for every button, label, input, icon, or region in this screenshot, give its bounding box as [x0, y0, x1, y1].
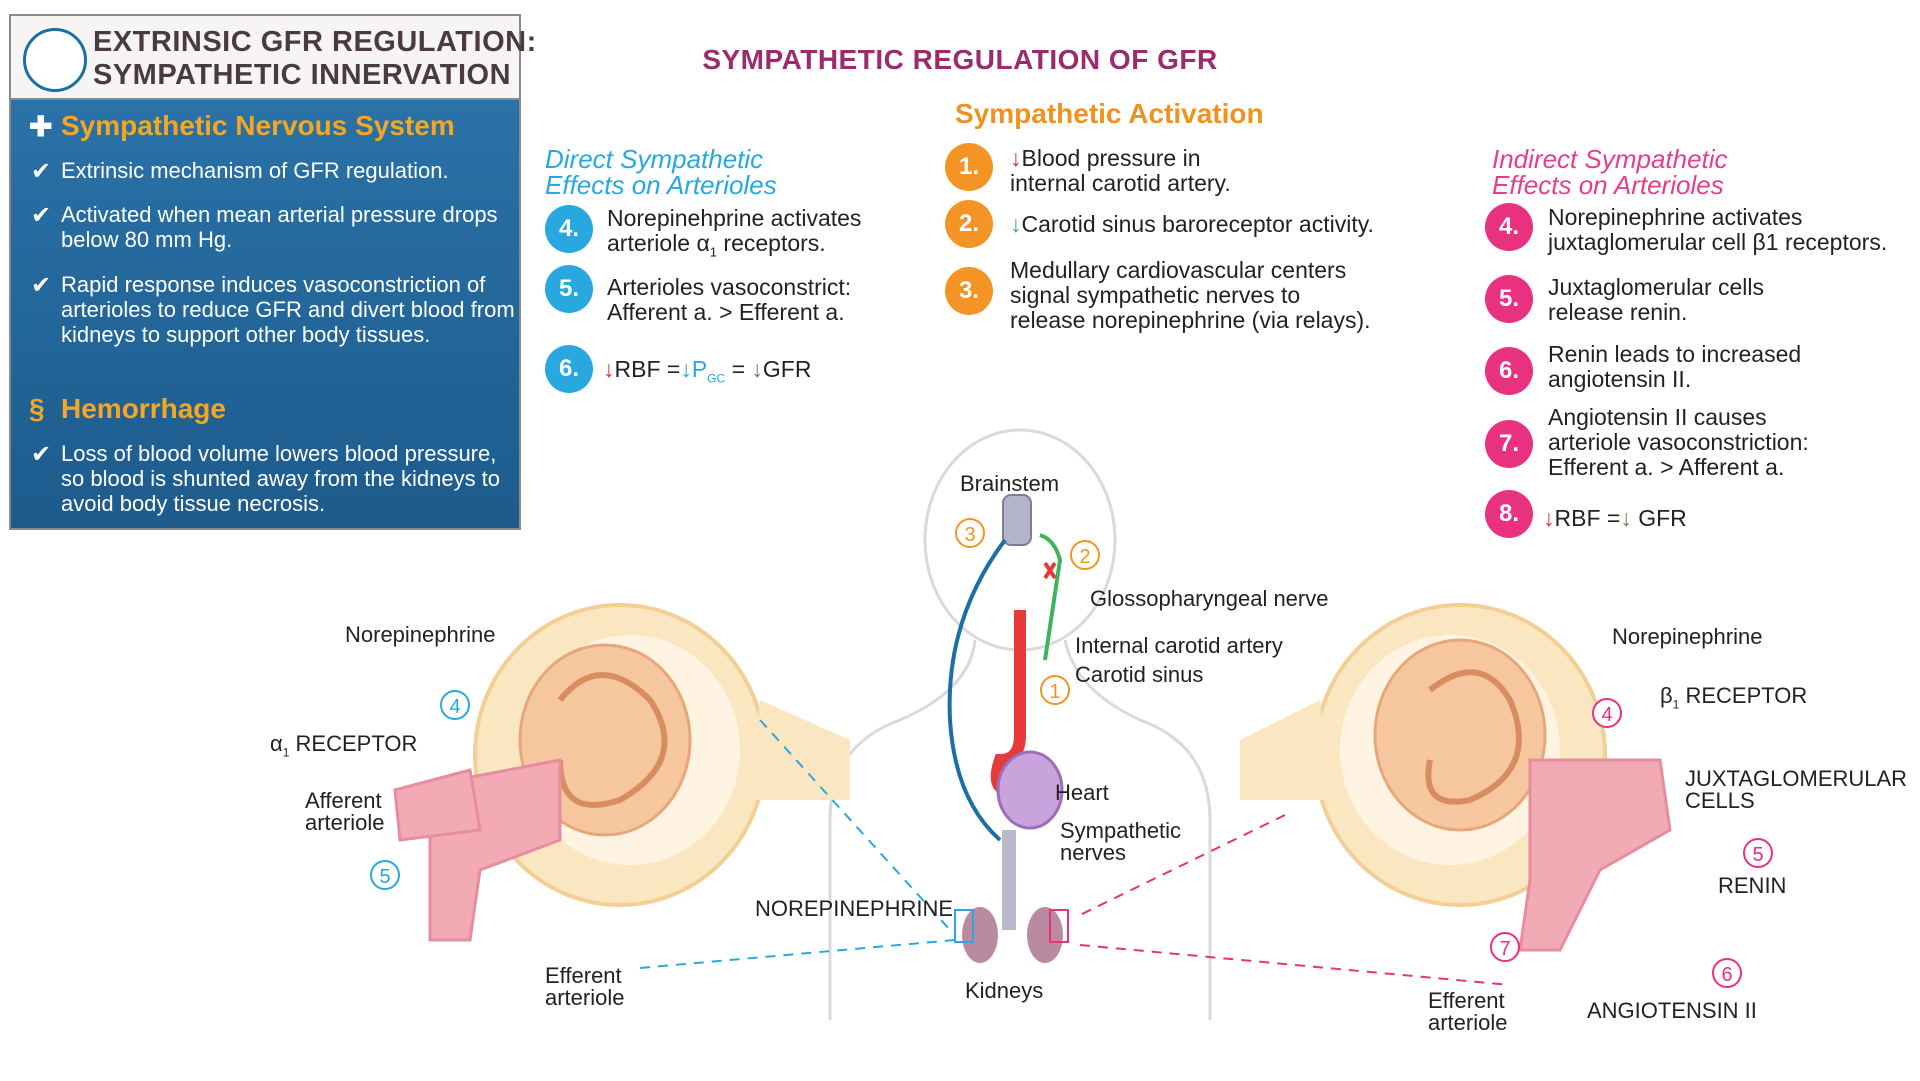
indirect-step-5-number: 5. [1485, 275, 1533, 323]
angiotensin-label: ANGIOTENSIN II [1587, 998, 1757, 1023]
activation-step-1-number: 1. [945, 143, 993, 191]
right-norepinephrine-label: Norepinephrine [1612, 624, 1763, 649]
indirect-step-8-text: ↓RBF =↓ GFR [1543, 505, 1687, 531]
check-icon: ✔ [31, 158, 52, 185]
right-glomerulus [1240, 603, 1672, 952]
glossopharyngeal-label: Glossopharyngeal nerve [1090, 586, 1329, 611]
beta1-receptor-label: β1 RECEPTOR [1660, 683, 1808, 712]
brainstem-label: Brainstem [960, 471, 1060, 496]
down-arrow-icon: ↓ [1620, 505, 1632, 531]
down-arrow-icon: ↓ [751, 356, 763, 382]
title-line2: SYMPATHETIC INNERVATION [93, 59, 512, 91]
check-icon: ✔ [31, 272, 52, 299]
main-title: SYMPATHETIC REGULATION OF GFR [702, 44, 1218, 75]
activation-heading: Sympathetic Activation [955, 98, 1264, 129]
hemorrhage-item-1: Loss of blood volume lowers blood pressu… [61, 441, 501, 516]
left-norepinephrine-label: Norepinephrine [345, 622, 496, 647]
callout-right-6: 6 [1712, 958, 1742, 988]
norepinephrine-center-label: NOREPINEPHRINE [755, 896, 954, 921]
callout-right-4: 4 [1592, 698, 1622, 728]
title-box: EXTRINSIC GFR REGULATION: SYMPATHETIC IN… [9, 14, 536, 100]
direct-step-5-number: 5. [545, 265, 593, 313]
sns-item-3: Rapid response induces vasoconstriction … [61, 272, 515, 347]
direct-step-5-text: Arterioles vasoconstrict:Afferent a. > E… [607, 274, 852, 325]
alpha1-receptor-label: α1 RECEPTOR [270, 731, 418, 760]
indirect-step-6-number: 6. [1485, 347, 1533, 395]
callout-left-5: 5 [370, 860, 400, 890]
kidneys-label: Kidneys [965, 978, 1044, 1003]
down-arrow-icon: ↓ [1010, 145, 1022, 171]
sns-heading: Sympathetic Nervous System [61, 110, 455, 141]
renin-label: RENIN [1718, 873, 1787, 898]
heart-label: Heart [1055, 780, 1109, 805]
down-arrow-icon: ↓ [680, 356, 692, 382]
callout-left-4: 4 [440, 690, 470, 720]
indirect-step-4-number: 4. [1485, 203, 1533, 251]
callout-right-5: 5 [1743, 838, 1773, 868]
direct-step-4-number: 4. [545, 205, 593, 253]
down-arrow-icon: ↓ [1010, 211, 1022, 237]
title-line1: EXTRINSIC GFR REGULATION: [93, 26, 537, 58]
indirect-step-7-number: 7. [1485, 420, 1533, 468]
activation-step-2-text: ↓Carotid sinus baroreceptor activity. [1010, 211, 1374, 237]
direct-step-6-number: 6. [545, 345, 593, 393]
dashed-connectors [639, 719, 1511, 986]
summary-panel: ✚ Sympathetic Nervous System ✔ Extrinsic… [9, 100, 521, 530]
hemorrhage-icon: § [29, 393, 45, 424]
down-arrow-icon: ↓ [603, 356, 615, 382]
activation-step-2-number: 2. [945, 200, 993, 248]
check-icon: ✔ [31, 202, 52, 229]
carotid-sinus-label: Carotid sinus [1075, 662, 1204, 687]
callout-2: 2 [1070, 540, 1100, 570]
plus-icon: ✚ [29, 111, 53, 142]
left-glomerulus [393, 603, 850, 942]
hemorrhage-heading: Hemorrhage [61, 393, 226, 424]
down-arrow-icon: ↓ [1543, 505, 1555, 531]
internal-carotid-label: Internal carotid artery [1075, 633, 1283, 658]
indirect-step-8-number: 8. [1485, 490, 1533, 538]
activation-step-3-number: 3. [945, 267, 993, 315]
brainstem-nerves [947, 494, 1063, 842]
direct-step-6-text: ↓RBF =↓PGC = ↓GFR [603, 356, 812, 386]
check-icon: ✔ [31, 441, 52, 468]
sns-item-2: Activated when mean arterial pressure dr… [61, 202, 498, 252]
callout-3: 3 [955, 518, 985, 548]
sns-item-1: Extrinsic mechanism of GFR regulation. [61, 158, 449, 183]
caduceus-icon [23, 28, 87, 92]
carotid-heart [954, 610, 1069, 963]
callout-1: 1 [1040, 675, 1070, 705]
callout-right-7: 7 [1490, 932, 1520, 962]
